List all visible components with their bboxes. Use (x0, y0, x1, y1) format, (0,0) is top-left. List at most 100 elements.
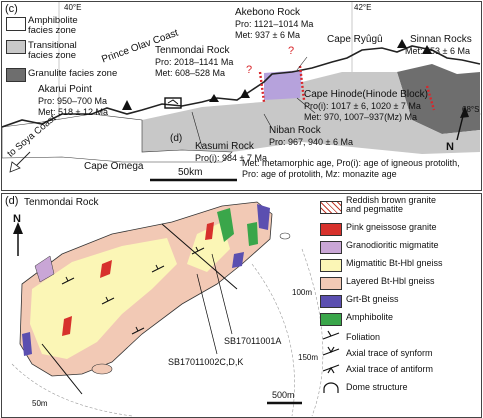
abbreviation-note-2: Pro: age of protolith, Mz: monazite age (242, 169, 397, 179)
block-boundary-west (258, 71, 266, 103)
pink-granite-2 (62, 316, 72, 336)
hinode-block (264, 70, 302, 100)
cape-hinode-name: Cape Hinode(Hinode Block) (304, 89, 428, 100)
akebono-rock-age-2: Met: 937 ± 6 Ma (235, 30, 300, 40)
legend-swatch-transitional (6, 40, 26, 54)
legend-label-synform: Axial trace of synform (346, 348, 433, 358)
grt-bt-gneiss-3 (22, 332, 32, 356)
scale-label-c: 50km (178, 167, 203, 178)
tenmondai-rock-name: Tenmondai Rock (155, 45, 230, 56)
panel-d-label: (d) (5, 195, 19, 207)
lon-tick-42e: 42°E (354, 3, 372, 12)
tenmondai-rock-age-1: Pro: 2018–1141 Ma (155, 57, 234, 67)
legend-label-foliation: Foliation (346, 332, 381, 342)
akebono-marker (240, 89, 250, 98)
sinnan-rocks-age: Met: 553 ± 6 Ma (405, 46, 470, 56)
question-mark-2: ? (246, 64, 253, 76)
akarui-point-name: Akarui Point (38, 84, 92, 95)
legend-swatch-granite-pegmatite (320, 201, 342, 214)
sinnan-marker (422, 45, 432, 54)
kasumi-rock-name: Kasumi Rock (195, 141, 254, 152)
transitional-zone (142, 72, 480, 154)
cape-omega-name: Cape Omega (84, 161, 144, 172)
legend-amphibolite-label: Amphibolite facies zone (28, 15, 78, 36)
akarui-point-age-1: Pro: 950–700 Ma (38, 96, 108, 106)
akebono-rock-name: Akebono Rock (235, 7, 301, 18)
sample-sb17011001a: SB17011001A (224, 336, 282, 346)
amphibolite-body-2 (247, 222, 258, 246)
panel-c-label: (c) (5, 3, 18, 15)
skerry-1 (91, 363, 113, 375)
panel-d-legend: Reddish brown granite and pegmatite Pink… (320, 195, 479, 401)
abbreviation-note-1: Met: metamorphic age, Pro(i): age of ign… (242, 158, 460, 168)
akarui-point-marker (122, 100, 132, 110)
legend-label-antiform: Axial trace of antiform (346, 364, 434, 374)
sinnan-rocks-name: Sinnan Rocks (410, 34, 472, 45)
cape-hinode-age-2: Met: 970, 1007–937(Mz) Ma (304, 112, 418, 122)
legend-granulite-label: Granulite facies zone (28, 68, 118, 79)
sample-sb17011002: SB17011002C,D,K (168, 357, 244, 367)
tenmondai-map-graphic (11, 201, 324, 417)
north-label-d: N (13, 213, 21, 225)
pink-granite-1 (100, 260, 112, 278)
legend-label-migmatitic: Migmatitic Bt-Hbl gneiss (346, 258, 443, 268)
legend-label-amphibolite: Amphibolite (346, 312, 394, 322)
legend-swatch-granulite (6, 68, 26, 82)
legend-transitional-label: Transitional facies zone (28, 40, 77, 61)
legend-swatch-granodioritic (320, 241, 342, 254)
inset-box-mark (167, 99, 179, 105)
legend-label-pink-granite: Pink gneissose granite (346, 222, 437, 232)
legend-label-dome: Dome structure (346, 382, 408, 392)
axial-trace-synform (161, 223, 238, 290)
north-label-c: N (446, 141, 454, 153)
legend-swatch-amphibolite (320, 313, 342, 326)
amphibolite-body (217, 208, 234, 242)
amphibolite-zone-west (2, 113, 233, 163)
legend-swatch-grt-bt (320, 295, 342, 308)
inset-d-label: (d) (170, 133, 183, 144)
regional-map-graphic (2, 2, 481, 182)
cape-ryugu-marker (397, 39, 407, 48)
legend-structural-symbols (322, 330, 340, 393)
contour-50m (11, 363, 133, 417)
leader-akebono (296, 56, 308, 71)
granodioritic-migmatite (34, 255, 55, 283)
lon-tick-40e: 40°E (64, 3, 82, 12)
leader-sb17011001a (211, 253, 233, 335)
north-arrow-head (460, 106, 469, 118)
leader-niban (263, 113, 275, 133)
coastline (2, 45, 481, 128)
pink-granite-3 (205, 222, 214, 240)
axial-trace-antiform (41, 343, 83, 395)
niban-rock-name: Niban Rock (269, 125, 321, 136)
dome-symbol (323, 382, 339, 390)
foliation-symbols (61, 246, 205, 335)
cape-hinode-age-1: Pro(i): 1017 ± 6, 1020 ± 7 Ma (304, 101, 421, 111)
kasumi-rock-age: Pro(i): 984 ± 7 Ma (195, 153, 267, 163)
contour-150m-label: 150m (298, 353, 319, 362)
legend-label-grt-bt: Grt-Bt gneiss (346, 294, 399, 304)
leader-hinode (296, 97, 316, 114)
legend-label-layered: Layered Bt-Hbl gneiss (346, 276, 435, 286)
question-mark-1: ? (288, 45, 295, 57)
block-boundary-east (298, 65, 306, 101)
leader-kasumi (191, 111, 203, 148)
cape-ryugu-name: Cape Ryûgû (327, 34, 383, 45)
skerry-2 (279, 232, 291, 240)
migmatitic-gneiss-area-2 (187, 222, 230, 272)
contour-50m-label: 50m (32, 399, 48, 408)
contour-100m (251, 263, 295, 417)
akarui-point-age-2: Met: 518 ± 12 Ma (38, 107, 108, 117)
legend-swatch-layered (320, 277, 342, 290)
leader-sb17011002 (196, 273, 218, 355)
akebono-rock-age-1: Pro: 1121–1014 Ma (235, 19, 314, 29)
niban-marker (209, 94, 219, 102)
lat-tick-68s: 68°S (462, 105, 480, 114)
legend-swatch-pink-granite (320, 223, 342, 236)
soya-arrow-head (9, 161, 21, 173)
contour-100m-label: 100m (292, 288, 313, 297)
scale-label-d: 500m (272, 390, 295, 400)
tenmondai-map-panel: (d) Tenmondai Rock N 100m 150m 50m SB170… (1, 193, 482, 418)
regional-map-panel: (c) Amphibolite facies zone Transitional… (1, 1, 482, 191)
contour-150m (301, 248, 324, 417)
